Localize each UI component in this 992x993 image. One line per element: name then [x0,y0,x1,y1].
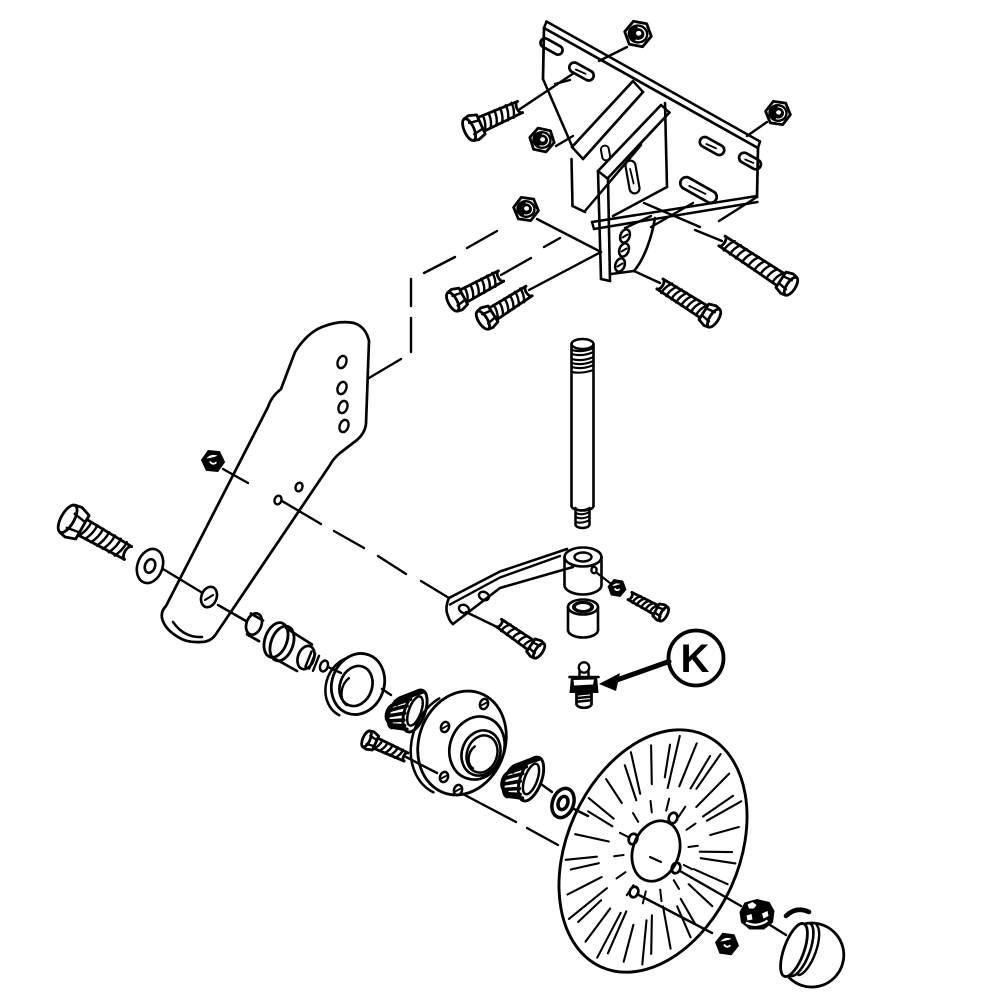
svg-text:K: K [681,637,710,681]
